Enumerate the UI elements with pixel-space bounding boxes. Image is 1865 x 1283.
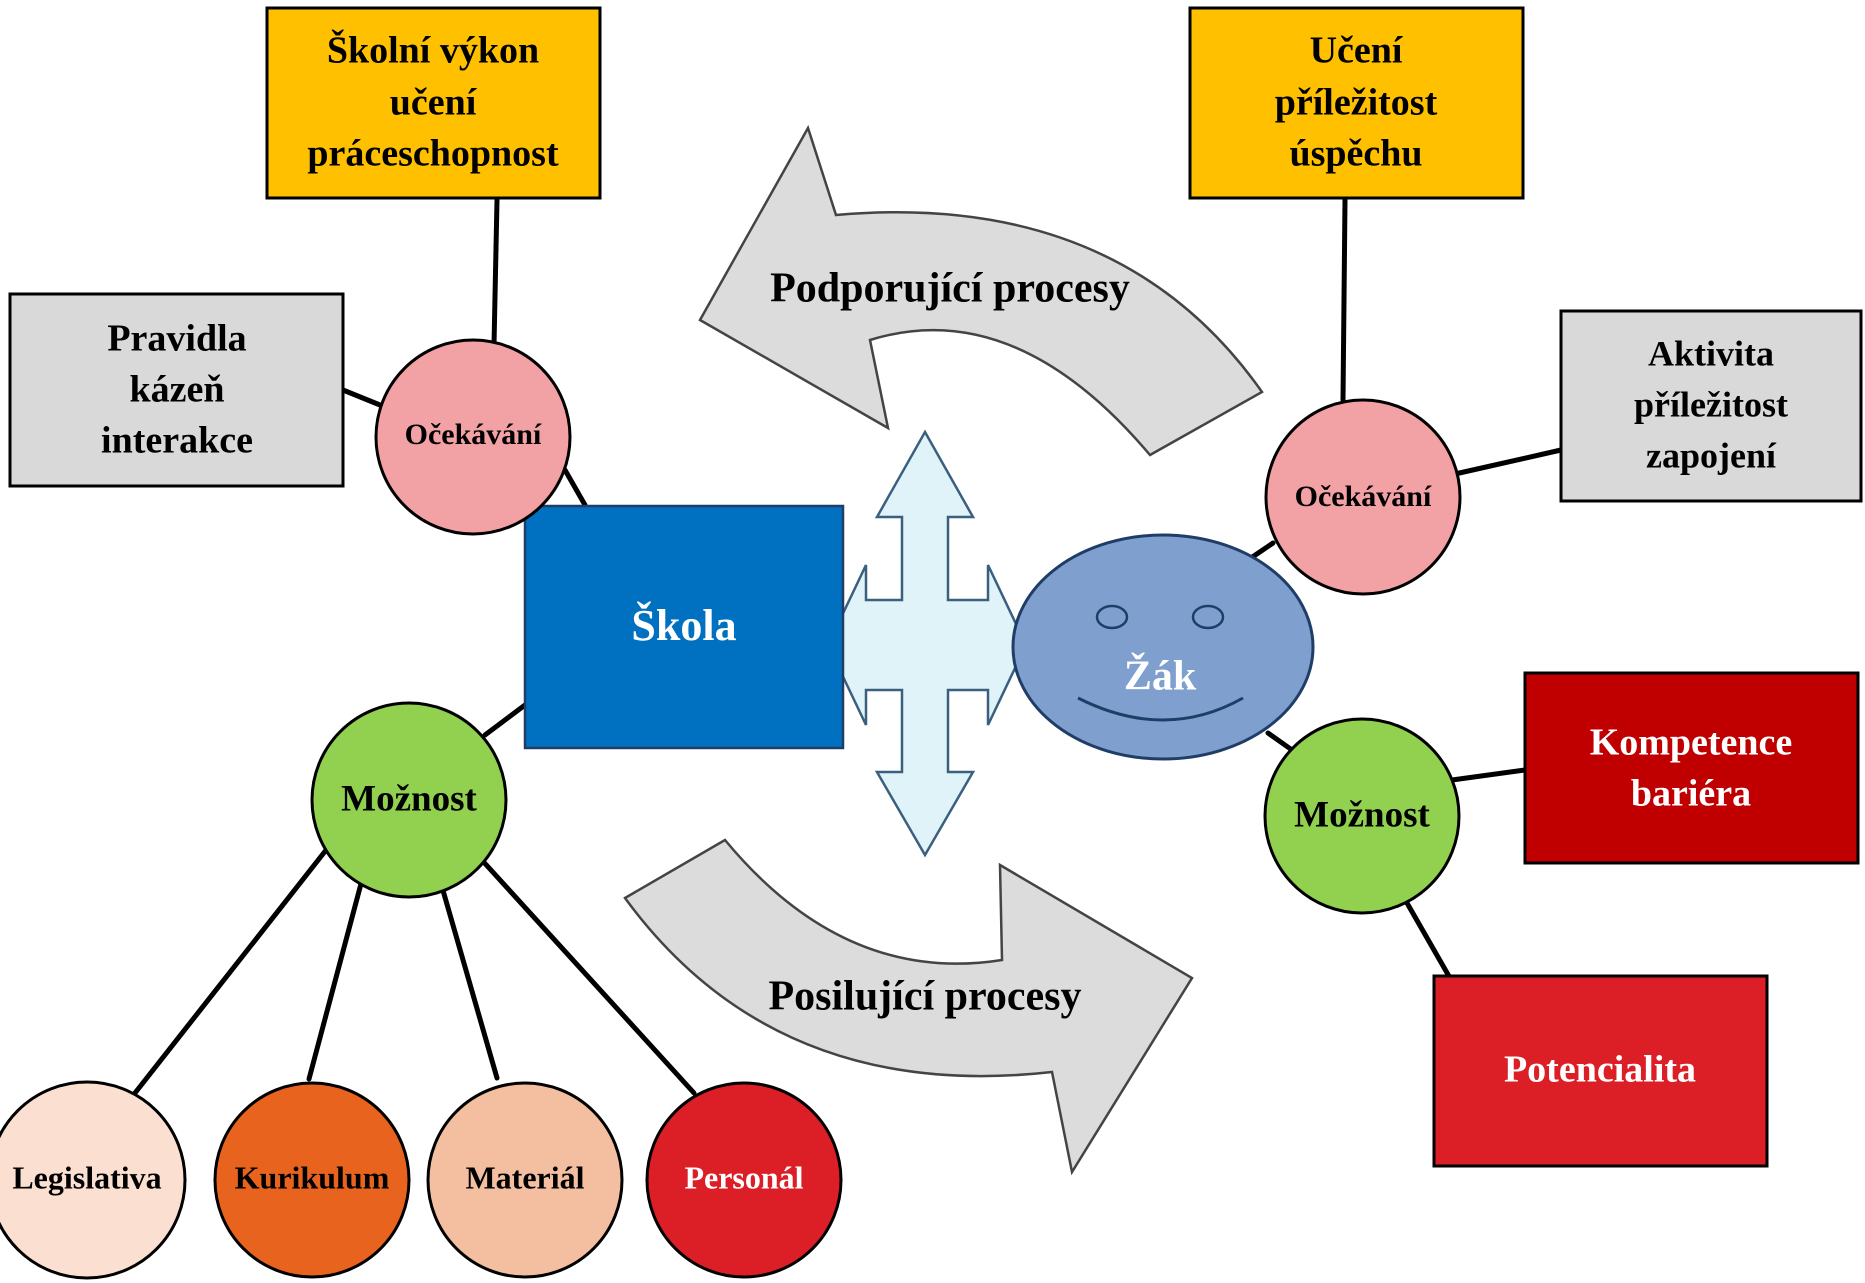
learning-line-1: Učení	[1310, 30, 1404, 72]
curriculum-circle	[213, 1081, 411, 1279]
school-expectation-circle	[374, 338, 572, 536]
rules-line-2: kázeň	[130, 369, 225, 411]
pupil-face: Žák	[1011, 533, 1315, 761]
line-expectation-school	[562, 467, 588, 508]
school-expectation-label: Očekávání	[405, 418, 542, 451]
pupil-expectation-circle	[1264, 398, 1462, 596]
pupil-left-eye	[1095, 604, 1129, 630]
reinforcing-process-arrow	[623, 838, 1194, 1176]
performance-box	[265, 6, 602, 200]
learning-line-3: úspěchu	[1289, 133, 1422, 175]
school-possibility-circle	[310, 701, 508, 899]
line-possibility-potential	[1400, 893, 1453, 981]
line-rules-expectation	[340, 387, 383, 408]
learning-box	[1188, 6, 1525, 200]
line-learning-expectation	[1340, 197, 1348, 403]
potential-box	[1432, 974, 1769, 1168]
school-label: Škola	[631, 600, 736, 650]
performance-line-3: práceschopnost	[307, 133, 559, 175]
learning-line-2: příležitost	[1275, 82, 1438, 124]
activity-line-1: Aktivita	[1648, 333, 1774, 373]
material-circle	[426, 1081, 624, 1279]
competence-line-2: bariéra	[1631, 773, 1751, 815]
supporting-process-arrow	[698, 124, 1264, 457]
competence-line-1: Kompetence	[1590, 722, 1793, 764]
material-label: Materiál	[465, 1159, 584, 1195]
school-possibility-label: Možnost	[341, 778, 477, 819]
performance-line-2: učení	[390, 82, 478, 124]
staff-circle	[645, 1081, 843, 1279]
competence-box	[1523, 671, 1860, 865]
reinforcing-process-label: Posilující procesy	[768, 974, 1081, 1020]
potential-line-1: Potencialita	[1504, 1049, 1696, 1091]
activity-box	[1559, 309, 1863, 503]
line-possibility-staff	[477, 855, 697, 1096]
line-school-possibility	[482, 702, 528, 738]
performance-line-1: Školní výkon	[327, 29, 539, 72]
curriculum-label: Kurikulum	[235, 1159, 390, 1195]
supporting-process-label: Podporující procesy	[770, 266, 1130, 312]
activity-line-3: zapojení	[1646, 435, 1777, 475]
four-way-arrow	[826, 429, 1028, 858]
line-activity-expectation	[1452, 447, 1564, 477]
rules-line-1: Pravidla	[107, 318, 246, 360]
pupil-expectation-label: Očekávání	[1295, 480, 1432, 513]
rules-box	[8, 292, 345, 488]
line-possibility-material	[437, 877, 500, 1081]
pupil-smile	[1077, 696, 1244, 722]
legislation-circle	[0, 1080, 187, 1280]
pupil-possibility-label: Možnost	[1294, 794, 1430, 835]
line-performance-expectation	[491, 197, 500, 348]
activity-line-2: příležitost	[1634, 384, 1788, 424]
school-box	[523, 504, 845, 750]
line-possibility-curriculum	[306, 877, 365, 1082]
line-possibility-legislation	[132, 842, 333, 1096]
rules-line-3: interakce	[101, 420, 253, 462]
connector-lines	[132, 197, 1564, 1096]
line-possibility-competence	[1449, 767, 1528, 783]
pupil-label: Žák	[1124, 653, 1197, 700]
pupil-possibility-circle	[1263, 717, 1461, 915]
legislation-label: Legislativa	[12, 1159, 161, 1195]
staff-label: Personál	[684, 1159, 803, 1195]
pupil-right-eye	[1191, 604, 1225, 630]
pupil-head	[1011, 533, 1315, 761]
line-pupil-possibility	[1265, 730, 1295, 753]
